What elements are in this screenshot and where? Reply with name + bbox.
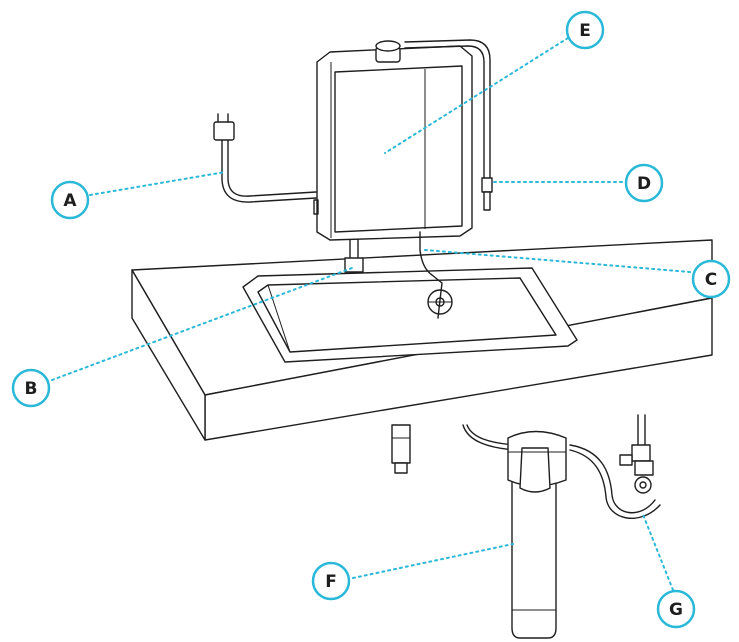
leader-A <box>89 171 226 196</box>
outlet-hose <box>404 39 493 211</box>
water-filter <box>462 424 661 639</box>
callout-G: G <box>656 589 696 629</box>
callout-D: D <box>624 163 664 203</box>
callout-label-A: A <box>63 191 77 211</box>
wall-unit <box>313 40 473 241</box>
callout-label-D: D <box>637 174 651 194</box>
leader-lines <box>51 37 691 591</box>
callout-label-B: B <box>25 379 38 399</box>
drain-pipe <box>391 424 411 474</box>
power-cord <box>213 113 317 203</box>
callout-F: F <box>311 561 351 601</box>
sink-basin <box>242 267 578 363</box>
callout-label-E: E <box>579 21 591 41</box>
callout-label-F: F <box>325 572 337 592</box>
leader-E <box>384 37 569 154</box>
callout-label-C: C <box>705 270 717 290</box>
leader-G <box>641 511 674 591</box>
valve-assembly <box>619 414 654 494</box>
drain-tube <box>419 231 443 319</box>
callout-label-G: G <box>669 600 683 620</box>
callout-B: B <box>11 368 51 408</box>
callout-E: E <box>565 10 605 50</box>
leader-B <box>51 267 353 381</box>
callout-C: C <box>691 259 731 299</box>
leader-C <box>424 249 691 273</box>
inlet-connector <box>344 239 364 273</box>
callout-A: A <box>50 180 90 220</box>
leader-F <box>352 543 514 579</box>
